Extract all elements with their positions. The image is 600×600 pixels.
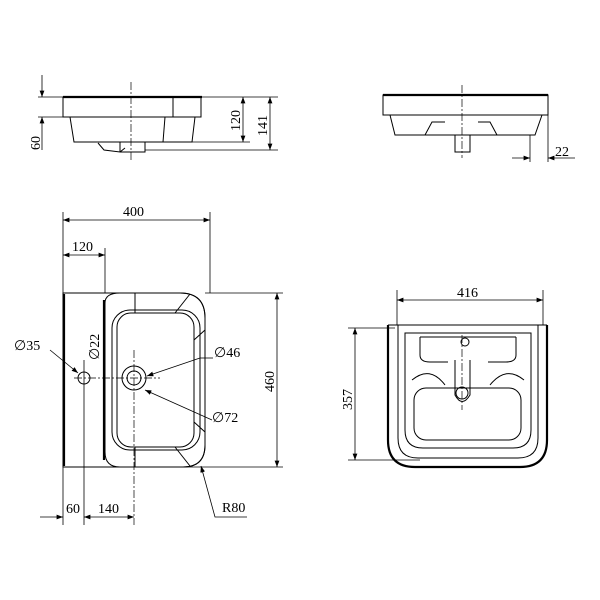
tap-hole-inner-label: ∅22 bbox=[88, 334, 103, 360]
rear-view: 22 bbox=[382, 85, 575, 162]
dim-offset-label: 22 bbox=[555, 145, 569, 160]
waste-outer-label: ∅72 bbox=[212, 411, 238, 426]
front-view: 416 357 bbox=[341, 286, 549, 469]
dim-rim-label: 60 bbox=[29, 136, 44, 150]
corner-radius-label: R80 bbox=[222, 501, 245, 516]
dim-bowl-depth-label: 120 bbox=[229, 110, 244, 131]
dim-total-depth-label: 141 bbox=[256, 115, 271, 136]
front-width-label: 416 bbox=[457, 286, 478, 301]
dim-waste-offset-label: 140 bbox=[98, 502, 119, 517]
side-view: 60 120 141 bbox=[29, 75, 278, 160]
waste-inner-label: ∅46 bbox=[214, 346, 240, 361]
dim-tap-offset-label: 60 bbox=[66, 502, 80, 517]
dim-deck-label: 120 bbox=[72, 240, 93, 255]
front-height-label: 357 bbox=[341, 389, 356, 410]
dim-width-label: 400 bbox=[123, 205, 144, 220]
plan-view: 400 120 460 ∅35 ∅22 ∅46 ∅72 60 140 R80 bbox=[14, 205, 283, 525]
dim-depth-label: 460 bbox=[263, 371, 278, 392]
tap-hole-label: ∅35 bbox=[14, 339, 40, 354]
